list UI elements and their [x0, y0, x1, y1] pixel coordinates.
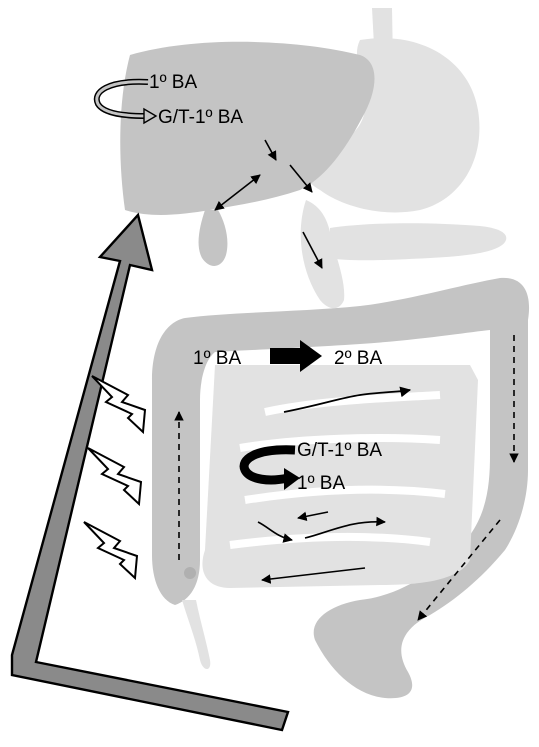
gallbladder	[199, 210, 228, 266]
liver-conjugated-ba-label: G/T-1º BA	[158, 107, 243, 128]
absorption-lightning-icon-2	[88, 448, 141, 504]
intestine-primary-ba-label: 1º BA	[297, 473, 345, 494]
colon-secondary-ba-label: 2º BA	[334, 348, 382, 369]
pancreas	[330, 223, 506, 260]
ileocecal-valve	[184, 567, 196, 579]
colon-primary-ba-label: 1º BA	[193, 348, 241, 369]
absorption-lightning-icon-1	[92, 376, 145, 432]
intestine-conjugated-ba-label: G/T-1º BA	[297, 440, 382, 461]
appendix	[182, 600, 210, 669]
absorption-lightning-icon-3	[84, 522, 137, 578]
liver-primary-ba-label: 1º BA	[149, 72, 197, 93]
